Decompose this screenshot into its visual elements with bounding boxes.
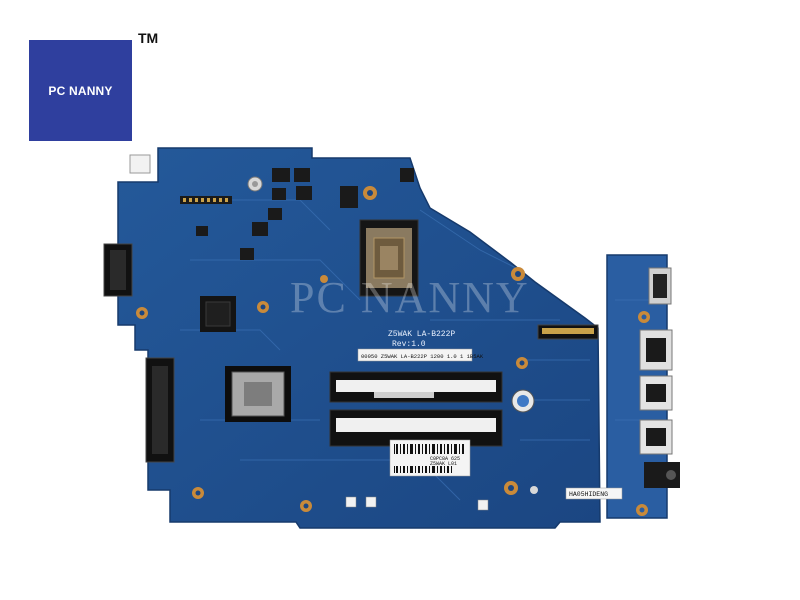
board-model-silkscreen: Z5WAK LA-B222P: [388, 330, 455, 339]
serial-sticker-bg: [565, 487, 623, 500]
ram-slot-upper: [329, 371, 503, 403]
barcode-sticker-2-text: C0PC8A 625: [430, 456, 460, 462]
pcb-main: [117, 147, 601, 529]
top-connector: [129, 154, 151, 174]
barcode-sticker-3-text: Z5WAK L01: [430, 461, 457, 467]
trademark-symbol: TM: [138, 30, 159, 46]
barcode-sticker-1: 00950 Z5WAK LA-B222P 1200 1.0 1 1B5AK: [361, 353, 484, 360]
serial-sticker: HA05HIDENG: [569, 491, 608, 498]
board-revision-silkscreen: Rev:1.0: [392, 340, 426, 349]
brand-logo: PC NANNY: [29, 40, 132, 141]
io-ports: [639, 267, 680, 488]
top-header: [180, 196, 232, 204]
small-ics: [196, 168, 414, 260]
cpu-socket: [359, 219, 419, 297]
header-pins: [183, 198, 228, 202]
ram-slot-lower: [329, 409, 503, 447]
barcode-sticker-1-bg: [357, 348, 473, 362]
southbridge-chip: [225, 366, 291, 422]
barcode-sticker-2: C0PC8A 625 Z5WAK L01: [389, 439, 471, 477]
bottom-connectors: [345, 496, 489, 511]
watermark: PC NANNY: [290, 273, 530, 322]
mounting-holes: [136, 186, 650, 516]
brand-name: PC NANNY: [48, 83, 113, 98]
